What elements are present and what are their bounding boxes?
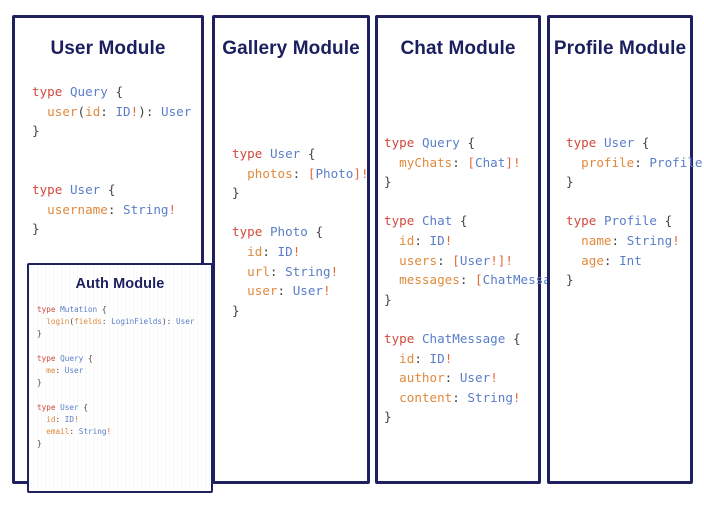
module-title-auth: Auth Module <box>75 276 165 292</box>
schema-code-gallery: type User { photos: [Photo]! } type Phot… <box>232 146 369 318</box>
schema-code-profile: type User { profile: Profile! } type Pro… <box>566 135 704 288</box>
schema-code-user: type Query { user(id: ID!): User } type … <box>32 84 192 237</box>
schema-code-auth: type Mutation { login(fields: LoginField… <box>37 305 195 449</box>
module-title-gallery: Gallery Module <box>222 38 360 59</box>
schema-code-chat: type Query { myChats: [Chat]! } type Cha… <box>384 135 581 425</box>
module-panel-gallery[interactable]: Gallery Module type User { photos: [Phot… <box>212 15 370 484</box>
module-panel-chat[interactable]: Chat Module type Query { myChats: [Chat]… <box>375 15 581 484</box>
module-title-profile: Profile Module <box>553 38 687 59</box>
module-panel-profile[interactable]: Profile Module type User { profile: Prof… <box>547 15 704 484</box>
module-title-user: User Module <box>50 38 166 59</box>
module-panel-auth[interactable]: Auth Module type Mutation { login(fields… <box>27 263 213 493</box>
module-title-chat: Chat Module <box>400 38 516 59</box>
module-panel-user[interactable]: User Module type Query { user(id: ID!): … <box>12 15 213 493</box>
